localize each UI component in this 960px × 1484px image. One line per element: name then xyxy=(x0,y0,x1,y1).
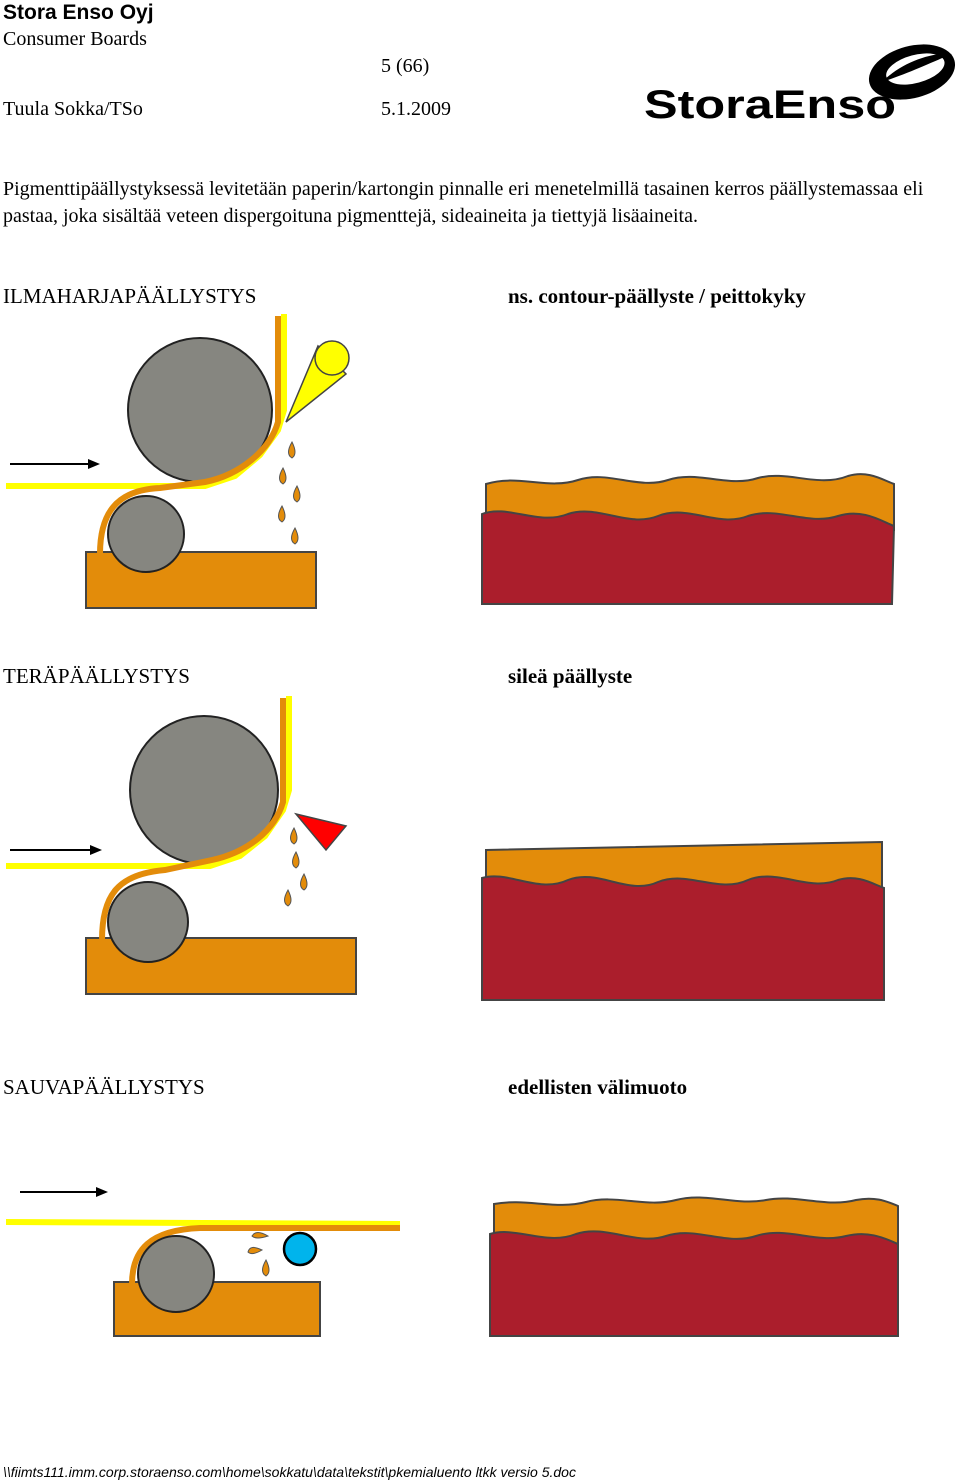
logo-wordmark: StoraEnso xyxy=(644,83,896,126)
section-1-method: ILMAHARJAPÄÄLLYSTYS xyxy=(3,284,257,308)
applicator-roll xyxy=(137,1235,215,1313)
logo-emblem-icon xyxy=(868,44,956,100)
coating-layer xyxy=(99,698,286,941)
section-2-result: sileä päällyste xyxy=(508,664,633,688)
intro-paragraph: Pigmenttipäällystyksessä levitetään pape… xyxy=(3,178,924,227)
coating-layer xyxy=(129,1225,400,1285)
section-3-method: SAUVAPÄÄLLYSTYS xyxy=(3,1075,205,1099)
direction-arrow-head xyxy=(88,459,100,469)
intermediate-coating-cross-section xyxy=(489,1196,899,1337)
air-knife-nozzle xyxy=(314,340,350,376)
applicator-roll xyxy=(107,881,189,963)
author: Tuula Sokka/TSo xyxy=(3,98,143,120)
section-1-result: ns. contour-päällyste / peittokyky xyxy=(508,284,806,308)
base-layer xyxy=(481,875,885,1001)
rod-coating-diagram xyxy=(5,1187,401,1337)
direction-arrow-head xyxy=(96,1187,108,1197)
document-date: 5.1.2009 xyxy=(381,98,451,120)
base-layer xyxy=(489,1230,899,1337)
blade-coating-diagram xyxy=(6,696,357,995)
stora-enso-logo: StoraEnso xyxy=(644,44,956,126)
coating-drops xyxy=(284,826,308,907)
air-knife-coating-diagram xyxy=(6,314,350,609)
coating-drops xyxy=(247,1232,270,1277)
contour-coating-cross-section xyxy=(481,473,896,605)
department-name: Consumer Boards xyxy=(3,28,147,50)
rod-icon xyxy=(282,1231,318,1267)
paper-web xyxy=(5,1219,401,1227)
base-layer xyxy=(481,510,896,605)
blade-icon xyxy=(293,812,348,852)
page-number: 5 (66) xyxy=(381,55,430,77)
smooth-coating-cross-section xyxy=(481,840,885,1001)
applicator-roll xyxy=(107,495,185,573)
section-3-result: edellisten välimuoto xyxy=(508,1075,688,1099)
coating-layer xyxy=(97,316,281,555)
section-2-method: TERÄPÄÄLLYSTYS xyxy=(3,664,190,688)
direction-arrow-head xyxy=(90,845,102,855)
company-name: Stora Enso Oyj xyxy=(3,1,154,24)
coating-drops xyxy=(278,440,301,545)
footer-file-path: \\fiimts111.imm.corp.storaenso.com\home\… xyxy=(3,1464,576,1480)
